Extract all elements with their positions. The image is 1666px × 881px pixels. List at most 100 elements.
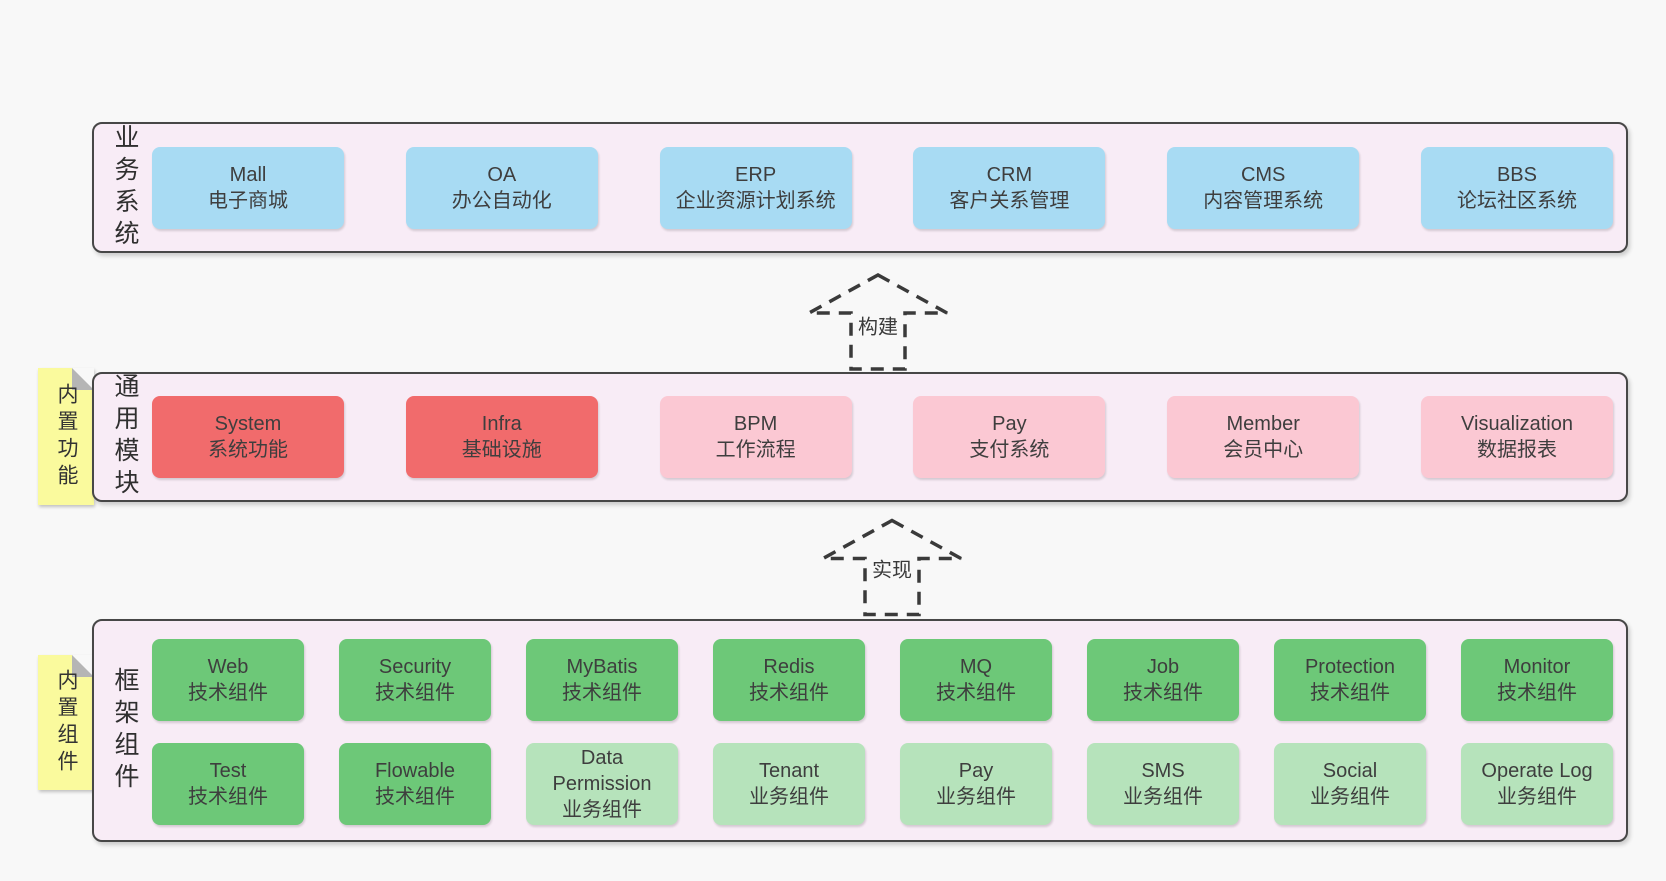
box-protection: Protection 技术组件 (1274, 639, 1426, 721)
arrow-implement-label: 实现 (869, 553, 915, 583)
box-title: ERP (735, 163, 777, 186)
note-built-in-components: 内置组件 (38, 655, 94, 790)
box-visualization: Visualization 数据报表 (1420, 396, 1613, 478)
box-title: Tenant (758, 760, 820, 782)
box-subtitle: 客户关系管理 (949, 189, 1070, 212)
box-subtitle: 技术组件 (562, 682, 642, 704)
box-title: Social (1322, 760, 1378, 782)
box-subtitle: 技术组件 (375, 682, 455, 704)
business-systems-row: Mall 电子商城 OA 办公自动化 ERP 企业资源计划系统 CRM 客户关系… (152, 124, 1613, 251)
box-subtitle: 业务组件 (1497, 786, 1577, 808)
box-title: Security (378, 656, 452, 678)
box-tenant: Tenant 业务组件 (713, 743, 865, 825)
box-title: CMS (1240, 163, 1286, 186)
box-title: Flowable (374, 760, 456, 782)
box-mall: Mall 电子商城 (152, 146, 344, 229)
box-subtitle: 技术组件 (1123, 682, 1203, 704)
box-mq: MQ 技术组件 (900, 639, 1052, 721)
box-subtitle: 业务组件 (1310, 786, 1390, 808)
box-infra: Infra 基础设施 (405, 396, 598, 478)
box-subtitle: 企业资源计划系统 (675, 189, 836, 212)
box-title: Operate Log (1481, 760, 1593, 782)
box-mybatis: MyBatis 技术组件 (526, 639, 678, 721)
box-job: Job 技术组件 (1087, 639, 1239, 721)
box-subtitle: 技术组件 (936, 682, 1016, 704)
box-pay: Pay 支付系统 (913, 396, 1106, 478)
box-title: OA (487, 163, 517, 186)
box-subtitle: 业务组件 (562, 799, 642, 821)
box-title: Pay (958, 760, 994, 782)
band-common-modules: 通用模块 System 系统功能 Infra 基础设施 BPM 工作流程 Pay… (92, 372, 1628, 502)
box-redis: Redis 技术组件 (713, 639, 865, 721)
box-subtitle: 电子商城 (208, 189, 288, 212)
box-title: Redis (763, 656, 815, 678)
box-operate-log: Operate Log 业务组件 (1461, 743, 1613, 825)
box-data-permission: Data Permission 业务组件 (526, 743, 678, 825)
box-title: Web (207, 656, 249, 678)
box-pay-business: Pay 业务组件 (900, 743, 1052, 825)
box-subtitle: 论坛社区系统 (1456, 189, 1577, 212)
band-framework-components: 框架组件 Web 技术组件 Security 技术组件 MyBatis 技术组件… (92, 619, 1628, 842)
box-subtitle: 内容管理系统 (1203, 189, 1324, 212)
box-bpm: BPM 工作流程 (659, 396, 852, 478)
box-subtitle: 基础设施 (461, 439, 542, 461)
box-subtitle: 技术组件 (375, 786, 455, 808)
box-oa: OA 办公自动化 (405, 146, 598, 229)
note-built-in-features: 内置功能 (38, 368, 94, 505)
box-title: System (214, 413, 282, 435)
band-business-systems-label: 业务系统 (111, 123, 139, 252)
box-title: MQ (959, 656, 993, 678)
box-flowable: Flowable 技术组件 (339, 743, 491, 825)
box-subtitle: 业务组件 (1123, 786, 1203, 808)
box-title: Pay (992, 413, 1027, 435)
up-arrow-build: 构建 (806, 272, 950, 372)
box-bbs: BBS 论坛社区系统 (1420, 146, 1613, 229)
up-arrow-implement: 实现 (820, 516, 964, 619)
box-subtitle: 会员中心 (1223, 439, 1304, 461)
box-social: Social 业务组件 (1274, 743, 1426, 825)
framework-components-row-2: Test 技术组件 Flowable 技术组件 Data Permission … (152, 743, 1613, 825)
box-subtitle: 工作流程 (715, 439, 796, 461)
common-modules-row: System 系统功能 Infra 基础设施 BPM 工作流程 Pay 支付系统… (152, 374, 1613, 500)
box-subtitle: 技术组件 (188, 682, 268, 704)
box-sms: SMS 业务组件 (1087, 743, 1239, 825)
box-subtitle: 技术组件 (188, 786, 268, 808)
box-title: BBS (1496, 163, 1537, 186)
box-title: Visualization (1461, 413, 1573, 435)
box-subtitle: 技术组件 (749, 682, 829, 704)
dashed-up-arrow-icon (822, 518, 962, 617)
box-monitor: Monitor 技术组件 (1461, 639, 1613, 721)
framework-components-row-1: Web 技术组件 Security 技术组件 MyBatis 技术组件 Redi… (152, 639, 1613, 721)
box-security: Security 技术组件 (339, 639, 491, 721)
box-crm: CRM 客户关系管理 (913, 146, 1106, 229)
box-title: Mall (229, 163, 267, 186)
box-title: Test (209, 760, 247, 782)
box-subtitle: 支付系统 (969, 439, 1050, 461)
box-member: Member 会员中心 (1167, 396, 1360, 478)
box-web: Web 技术组件 (152, 639, 304, 721)
box-system: System 系统功能 (152, 396, 344, 478)
note-built-in-features-label: 内置功能 (55, 382, 78, 491)
band-framework-components-label: 框架组件 (111, 666, 139, 795)
box-subtitle: 数据报表 (1476, 439, 1557, 461)
box-title: BPM (733, 413, 778, 435)
band-business-systems: 业务系统 Mall 电子商城 OA 办公自动化 ERP 企业资源计划系统 CRM… (92, 122, 1628, 253)
box-title: MyBatis (566, 656, 638, 678)
note-built-in-components-label: 内置组件 (55, 668, 78, 777)
box-test: Test 技术组件 (152, 743, 304, 825)
arrow-build-label: 构建 (855, 310, 901, 340)
band-common-modules-label: 通用模块 (111, 373, 139, 501)
box-subtitle: 办公自动化 (451, 189, 552, 212)
box-title: Protection (1304, 656, 1396, 678)
box-subtitle: 技术组件 (1310, 682, 1390, 704)
box-subtitle: 业务组件 (936, 786, 1016, 808)
box-title: Infra (481, 413, 522, 435)
box-title: Monitor (1503, 656, 1571, 678)
box-subtitle: 技术组件 (1497, 682, 1577, 704)
box-subtitle: 系统功能 (208, 439, 288, 461)
box-title: CRM (986, 163, 1033, 186)
box-title: Job (1146, 656, 1180, 678)
dashed-up-arrow-icon (808, 273, 948, 371)
box-cms: CMS 内容管理系统 (1167, 146, 1360, 229)
